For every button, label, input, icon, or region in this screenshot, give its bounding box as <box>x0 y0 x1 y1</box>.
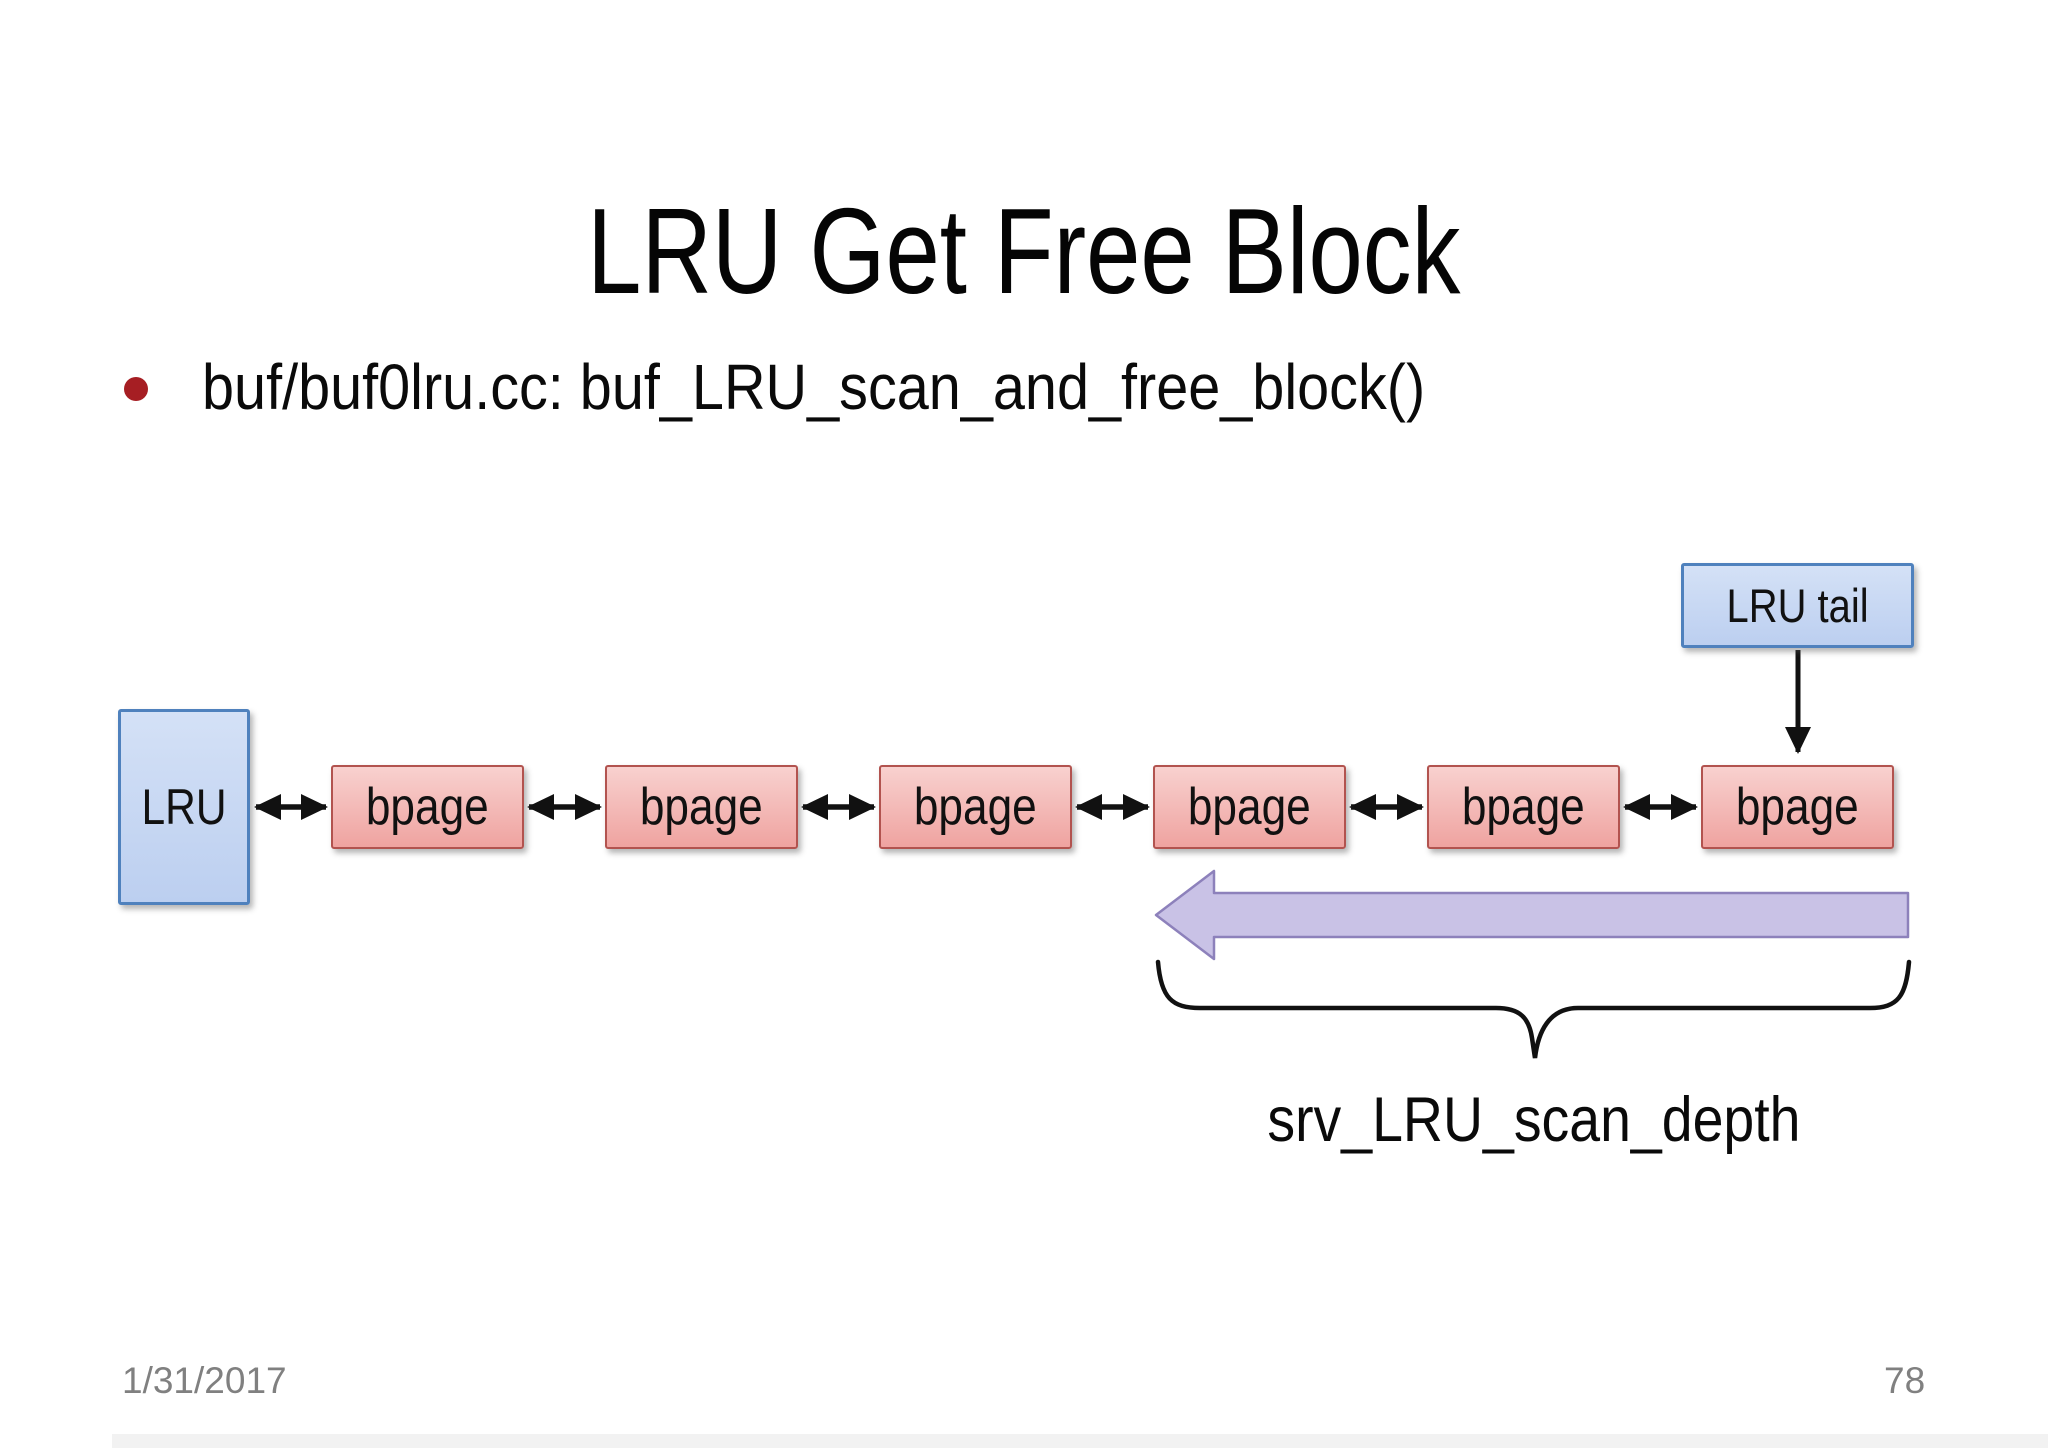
bullet-item: buf/buf0lru.cc: buf_LRU_scan_and_free_bl… <box>202 351 1561 423</box>
bpage-node-label: bpage <box>366 778 489 836</box>
bpage-node: bpage <box>1427 765 1620 849</box>
lru-tail-node: LRU tail <box>1681 563 1914 648</box>
bpage-node: bpage <box>879 765 1072 849</box>
page-title-text: LRU Get Free Block <box>587 182 1461 319</box>
bpage-node-label: bpage <box>1462 778 1585 836</box>
bpage-node: bpage <box>1701 765 1894 849</box>
slide-date: 1/31/2017 <box>122 1360 287 1401</box>
bpage-node-label: bpage <box>1188 778 1311 836</box>
bpage-node-label: bpage <box>640 778 763 836</box>
page-title: LRU Get Free Block <box>0 190 2048 312</box>
bullet-item-text: buf/buf0lru.cc: buf_LRU_scan_and_free_bl… <box>202 351 1426 423</box>
scan-depth-brace <box>1155 959 1912 1059</box>
lru-node-label: LRU <box>141 779 227 835</box>
bottom-edge-strip <box>112 1434 2048 1448</box>
scan-direction-arrow <box>1154 869 1910 961</box>
bpage-node: bpage <box>1153 765 1346 849</box>
bpage-node-label: bpage <box>914 778 1037 836</box>
bpage-node-label: bpage <box>1736 778 1859 836</box>
lru-tail-node-label: LRU tail <box>1726 579 1869 632</box>
scan-depth-label-text: srv_LRU_scan_depth <box>1267 1085 1801 1155</box>
bullet-dot-icon <box>124 377 148 401</box>
slide-page-number: 78 <box>1884 1360 1926 1401</box>
bpage-node: bpage <box>331 765 524 849</box>
bpage-node: bpage <box>605 765 798 849</box>
scan-depth-label: srv_LRU_scan_depth <box>1158 1085 1910 1155</box>
lru-node: LRU <box>118 709 250 905</box>
